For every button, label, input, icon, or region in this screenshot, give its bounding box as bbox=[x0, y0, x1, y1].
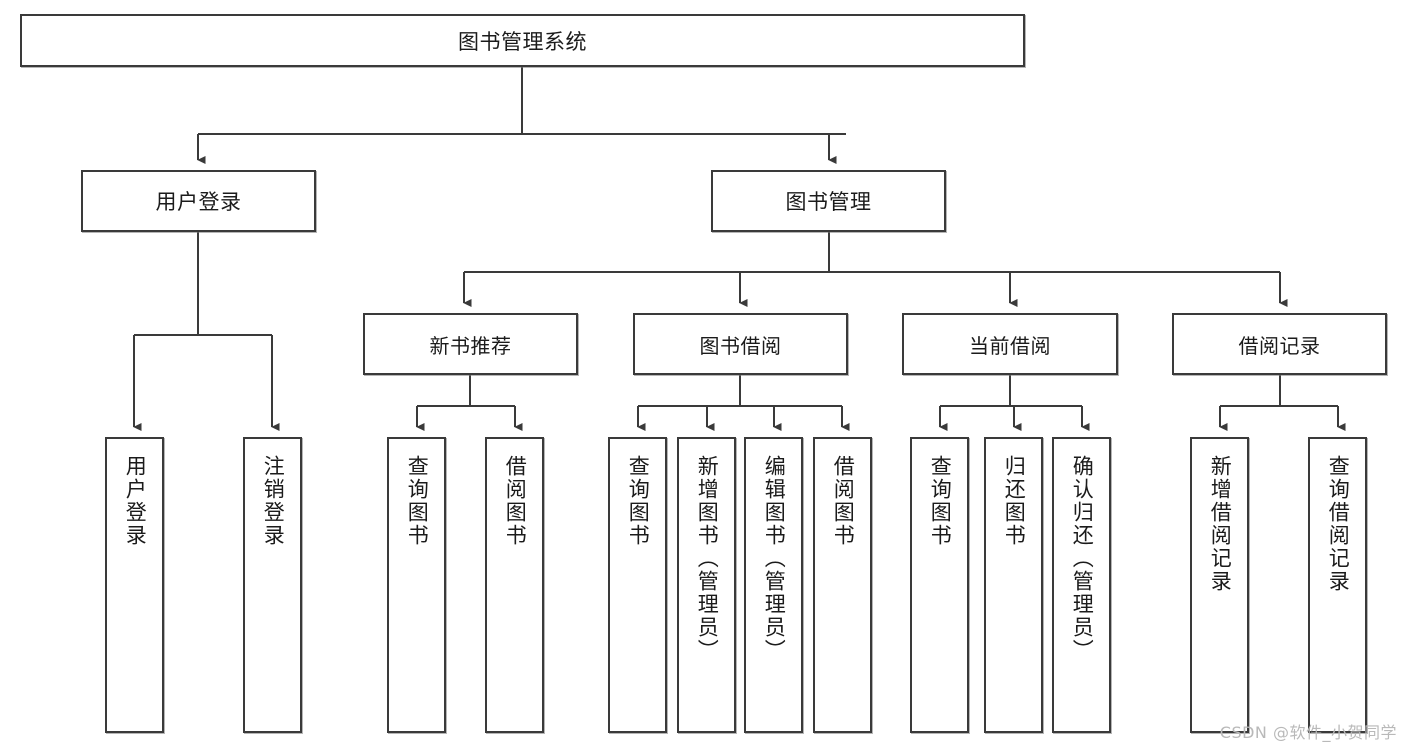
node-leaf-user-login[interactable]: 用户登录 bbox=[105, 437, 164, 733]
node-label-book-manage: 图书管理 bbox=[785, 190, 872, 214]
node-label-leaf-confirm-return-admin: 确认归还（管理员） bbox=[1070, 455, 1095, 662]
node-label-leaf-query-book-1: 查询图书 bbox=[405, 455, 430, 547]
node-label-leaf-borrow-book-1: 借阅图书 bbox=[503, 455, 528, 547]
node-leaf-edit-book-admin[interactable]: 编辑图书（管理员） bbox=[744, 437, 803, 733]
watermark-text: CSDN @软件_小贺同学 bbox=[1219, 723, 1397, 742]
node-label-leaf-add-borrow-record: 新增借阅记录 bbox=[1208, 455, 1233, 593]
node-leaf-return-book[interactable]: 归还图书 bbox=[984, 437, 1043, 733]
node-label-current-borrow: 当前借阅 bbox=[969, 333, 1051, 358]
node-label-leaf-borrow-book-2: 借阅图书 bbox=[831, 455, 856, 547]
node-label-new-book-recommend: 新书推荐 bbox=[429, 333, 512, 358]
node-leaf-borrow-book-2[interactable]: 借阅图书 bbox=[813, 437, 872, 733]
node-label-root: 图书管理系统 bbox=[458, 29, 587, 54]
node-label-leaf-query-book-3: 查询图书 bbox=[928, 455, 953, 547]
node-leaf-query-book-3[interactable]: 查询图书 bbox=[910, 437, 969, 733]
node-label-leaf-return-book: 归还图书 bbox=[1002, 455, 1027, 547]
node-label-book-borrow: 图书借阅 bbox=[699, 333, 782, 358]
node-label-leaf-query-borrow-record: 查询借阅记录 bbox=[1326, 455, 1351, 593]
node-leaf-borrow-book-1[interactable]: 借阅图书 bbox=[485, 437, 544, 733]
node-label-leaf-user-logout: 注销登录 bbox=[261, 455, 286, 547]
node-leaf-query-book-2[interactable]: 查询图书 bbox=[608, 437, 667, 733]
node-book-borrow[interactable]: 图书借阅 bbox=[633, 313, 848, 375]
node-leaf-query-borrow-record[interactable]: 查询借阅记录 bbox=[1308, 437, 1367, 733]
node-label-user-login: 用户登录 bbox=[155, 190, 242, 214]
node-leaf-add-borrow-record[interactable]: 新增借阅记录 bbox=[1190, 437, 1249, 733]
node-current-borrow[interactable]: 当前借阅 bbox=[902, 313, 1118, 375]
node-book-manage[interactable]: 图书管理 bbox=[711, 170, 946, 232]
node-label-leaf-query-book-2: 查询图书 bbox=[626, 455, 651, 547]
node-user-login[interactable]: 用户登录 bbox=[81, 170, 316, 232]
node-leaf-query-book-1[interactable]: 查询图书 bbox=[387, 437, 446, 733]
node-new-book-recommend[interactable]: 新书推荐 bbox=[363, 313, 578, 375]
node-label-leaf-edit-book-admin: 编辑图书（管理员） bbox=[762, 455, 787, 662]
node-label-borrow-record: 借阅记录 bbox=[1238, 333, 1321, 358]
node-borrow-record[interactable]: 借阅记录 bbox=[1172, 313, 1387, 375]
node-label-leaf-user-login: 用户登录 bbox=[123, 455, 148, 547]
node-leaf-confirm-return-admin[interactable]: 确认归还（管理员） bbox=[1052, 437, 1111, 733]
node-leaf-user-logout[interactable]: 注销登录 bbox=[243, 437, 302, 733]
node-label-leaf-add-book-admin: 新增图书（管理员） bbox=[695, 455, 720, 662]
node-root-system[interactable]: 图书管理系统 bbox=[20, 14, 1025, 67]
node-leaf-add-book-admin[interactable]: 新增图书（管理员） bbox=[677, 437, 736, 733]
